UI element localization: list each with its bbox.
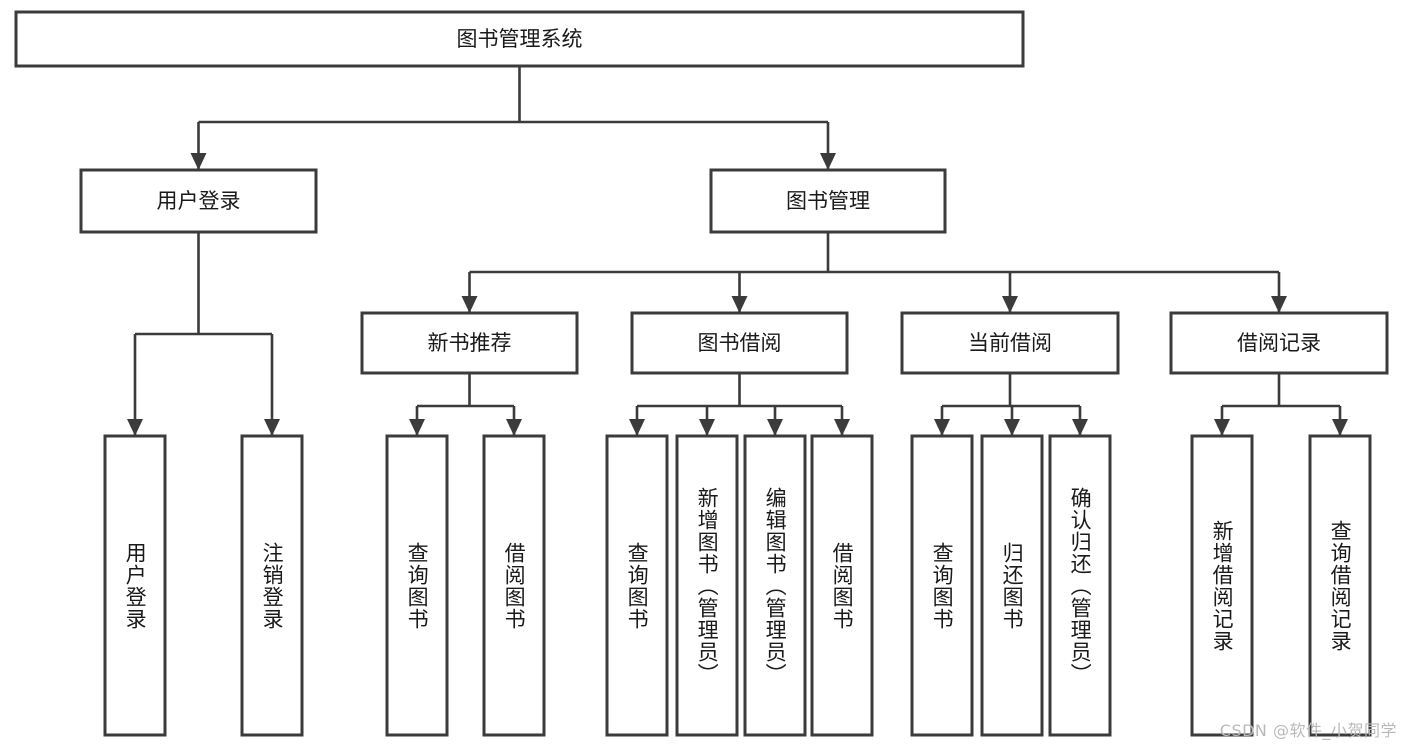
arrow-head-icon (1332, 419, 1348, 436)
leaf-box (482, 434, 546, 737)
level3-box (630, 311, 849, 375)
level3-node[interactable]: 新书推荐 (360, 311, 579, 375)
leaf-box (1048, 434, 1112, 737)
arrow-head-icon (1214, 419, 1230, 436)
level3-box (1169, 311, 1389, 375)
level3-label: 新书推荐 (428, 331, 512, 355)
leaf-node[interactable] (103, 434, 167, 737)
leaf-box (675, 434, 739, 737)
level3-node[interactable]: 借阅记录 (1169, 311, 1389, 375)
leaf-box (810, 434, 874, 737)
leaf-node[interactable] (240, 434, 304, 737)
arrow-head-icon (1072, 419, 1088, 436)
level2-box (79, 168, 318, 234)
arrow-head-icon (506, 419, 522, 436)
root-box (14, 10, 1025, 68)
level3-box (900, 311, 1120, 375)
arrow-head-icon (1002, 296, 1018, 313)
leaf-node[interactable] (385, 434, 449, 737)
leaf-box (743, 434, 807, 737)
leaf-box (385, 434, 449, 737)
leaf-node[interactable] (675, 434, 739, 737)
root-node[interactable]: 图书管理系统 (14, 10, 1025, 68)
leaf-node[interactable] (743, 434, 807, 737)
level3-node[interactable]: 图书借阅 (630, 311, 849, 375)
level3-label: 当前借阅 (968, 331, 1052, 355)
arrow-head-icon (461, 296, 478, 313)
leaf-node[interactable] (482, 434, 546, 737)
connector-layer (127, 66, 1348, 436)
leaf-box (1190, 434, 1254, 737)
level3-box (360, 311, 579, 375)
leaf-node[interactable] (1048, 434, 1112, 737)
leaf-box (1308, 434, 1372, 737)
leaf-node[interactable] (1308, 434, 1372, 737)
leaf-node[interactable] (980, 434, 1044, 737)
arrow-head-icon (699, 419, 715, 436)
leaf-box (240, 434, 304, 737)
arrow-head-icon (190, 153, 207, 170)
arrow-head-icon (731, 296, 748, 313)
level3-label: 图书借阅 (698, 331, 782, 355)
arrow-head-icon (127, 419, 143, 436)
level3-label: 借阅记录 (1237, 331, 1321, 355)
level2-label: 图书管理 (786, 189, 870, 213)
arrow-head-icon (1271, 296, 1287, 313)
arrow-head-icon (834, 419, 850, 436)
level2-label: 用户登录 (157, 189, 241, 213)
arrow-head-icon (1004, 419, 1020, 436)
leaf-box (980, 434, 1044, 737)
leaf-box (103, 434, 167, 737)
arrow-head-icon (629, 419, 645, 436)
arrow-head-icon (409, 419, 425, 436)
leaf-node[interactable] (605, 434, 669, 737)
leaf-node[interactable] (910, 434, 974, 737)
leaf-box (605, 434, 669, 737)
watermark: CSDN @软件_小贺同学 (1219, 721, 1397, 740)
level3-node[interactable]: 当前借阅 (900, 311, 1120, 375)
level2-node[interactable]: 用户登录 (79, 168, 318, 234)
arrow-head-icon (767, 419, 783, 436)
arrow-head-icon (264, 419, 280, 436)
root-label: 图书管理系统 (457, 27, 583, 51)
arrow-head-icon (934, 419, 950, 436)
leaf-node[interactable] (1190, 434, 1254, 737)
leaf-node[interactable] (810, 434, 874, 737)
leaf-box (910, 434, 974, 737)
arrow-head-icon (820, 153, 836, 170)
level2-node[interactable]: 图书管理 (709, 168, 947, 234)
level2-box (709, 168, 947, 234)
